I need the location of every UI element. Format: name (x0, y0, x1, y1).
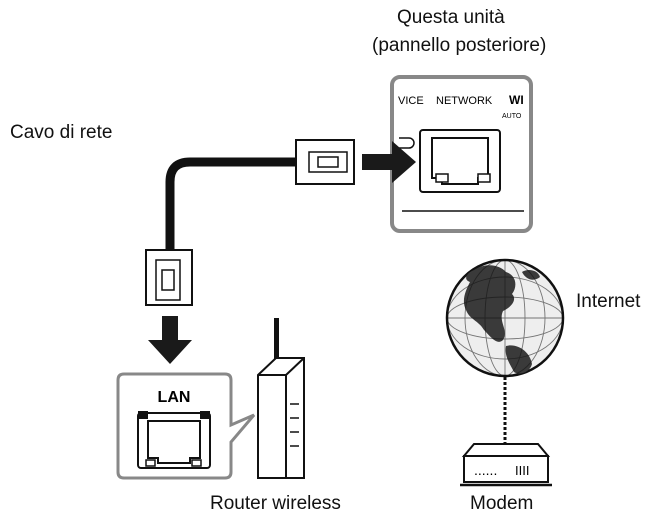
panel-network-label: NETWORK (436, 95, 493, 107)
cable-label: Cavo di rete (10, 122, 113, 143)
panel-port-symbol-icon (399, 137, 415, 149)
modem-indicator-bars: IIII (515, 463, 529, 478)
globe-grid (446, 259, 564, 377)
globe-land-greenland (522, 269, 540, 280)
rear-panel: VICE NETWORK WI AUTO (390, 75, 533, 233)
cable-connector-right (295, 139, 355, 185)
unit-title-line1: Questa unità (397, 7, 505, 28)
arrow-to-router-icon (148, 316, 192, 364)
modem-label: Modem (470, 493, 534, 514)
router-label: Router wireless (210, 493, 341, 514)
network-cable (145, 139, 355, 306)
internet-label: Internet (576, 291, 641, 312)
panel-wi-label: WI (509, 93, 524, 107)
panel-auto-label: AUTO (502, 113, 522, 120)
router-antenna (274, 318, 279, 360)
cable-connector-bottom (145, 249, 193, 306)
globe-icon (445, 258, 565, 378)
globe-land-north-america (463, 265, 516, 342)
panel-device-label: VICE (398, 95, 424, 107)
panel-ethernet-port (419, 129, 501, 193)
lan-label: LAN (158, 389, 191, 406)
wireless-router-icon (257, 318, 305, 479)
unit-title-line2: (pannello posteriore) (372, 35, 547, 56)
modem-indicator-dots: ...... (474, 462, 497, 478)
modem-icon: ...... IIII (460, 443, 552, 487)
lan-port (137, 411, 211, 469)
arrow-to-unit-icon (362, 141, 416, 183)
router-lan-callout: LAN (116, 372, 256, 480)
